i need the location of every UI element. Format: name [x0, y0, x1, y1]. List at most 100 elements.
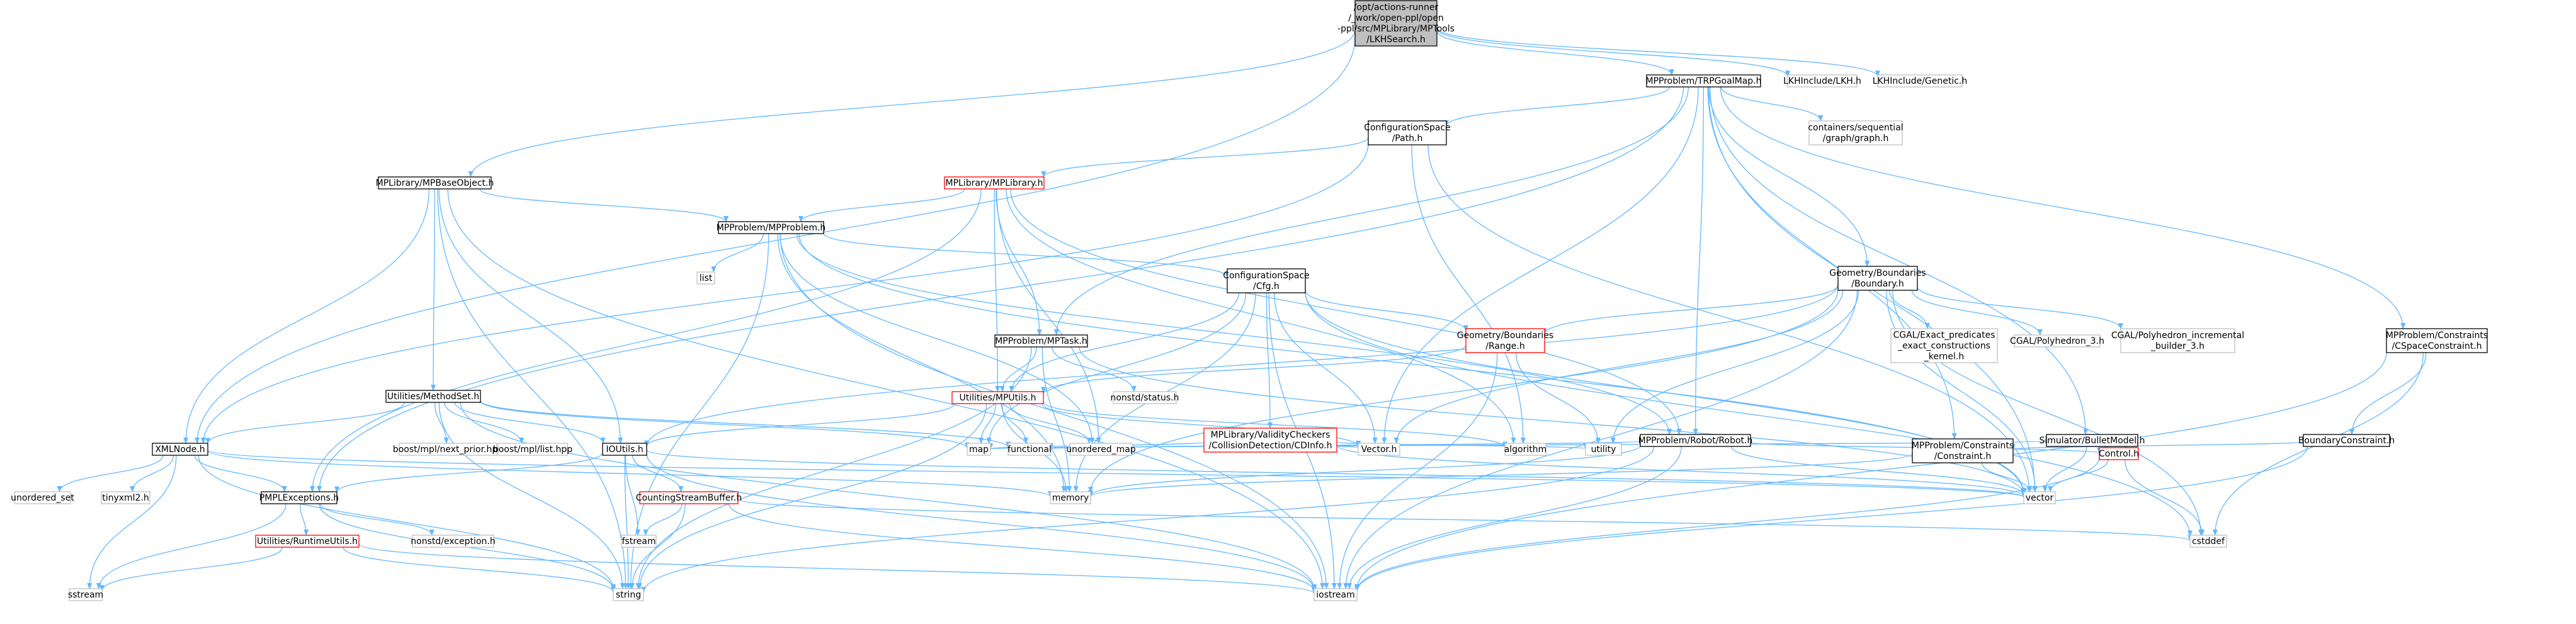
- node-cfg[interactable]: ConfigurationSpace/Cfg.h: [1223, 268, 1310, 293]
- edge-msu-to-ioutils: [454, 402, 606, 444]
- node-cgalex: CGAL/Exact_predicates_exact_construction…: [1890, 328, 1998, 363]
- node-box-mpp: [718, 221, 824, 234]
- edge-tgm-to-bullet: [1710, 86, 2089, 435]
- edge-bndc-to-iostream: [1354, 446, 2308, 593]
- node-cspath[interactable]: ConfigurationSpace/Path.h: [1364, 120, 1451, 145]
- node-label-cons-line-0: MPProblem/Constraints: [1912, 441, 2014, 451]
- node-robot[interactable]: MPProblem/Robot/Robot.h: [1638, 434, 1753, 447]
- edge-csb-to-iostream: [728, 503, 1317, 593]
- node-label-rtu-line-0: Utilities/RuntimeUtils.h: [257, 536, 358, 547]
- node-root[interactable]: /opt/actions-runner/_work/open-ppl/open-…: [1337, 0, 1455, 47]
- node-bnp: boost/mpl/next_prior.hpp: [393, 443, 503, 456]
- edge-mpp-to-string: [628, 233, 769, 589]
- node-label-lkh-line-0: LKHInclude/LKH.h: [1783, 76, 1861, 86]
- node-mpbo[interactable]: MPLibrary/MPBaseObject.h: [376, 176, 494, 190]
- node-label-sstream-line-0: sstream: [68, 590, 103, 600]
- node-xml[interactable]: XMLNode.h: [152, 443, 208, 456]
- node-bndc[interactable]: BoundaryConstraint.h: [2298, 434, 2395, 447]
- edge-root-to-gen: [1436, 27, 1880, 77]
- node-range[interactable]: Geometry/Boundaries/Range.h: [1457, 328, 1553, 353]
- node-msu[interactable]: Utilities/MethodSet.h: [385, 390, 481, 403]
- node-label-range-line-0: Geometry/Boundaries: [1457, 331, 1553, 341]
- node-label-vec-line-0: vector: [2026, 493, 2054, 503]
- node-util: utility: [1585, 443, 1622, 456]
- edge-rtu-to-sstream: [99, 547, 283, 592]
- node-mpp[interactable]: MPProblem/MPProblem.h: [717, 221, 826, 234]
- node-mptask[interactable]: MPProblem/MPTask.h: [994, 334, 1088, 348]
- node-rtu[interactable]: Utilities/RuntimeUtils.h: [255, 535, 360, 548]
- edge-ioutils-to-string: [624, 455, 631, 589]
- edge-msu-to-map: [480, 400, 970, 449]
- edge-msu-to-bnp: [434, 402, 449, 444]
- node-box-vec: [2023, 491, 2056, 504]
- node-iostream: iostream: [1314, 588, 1358, 601]
- node-label-tgm-line-0: MPProblem/TRPGoalMap.h: [1646, 76, 1762, 86]
- edge-mplib-to-robot: [1010, 188, 1682, 435]
- edge-bnd-to-range: [1542, 285, 1839, 335]
- edge-msu-to-string: [438, 402, 625, 589]
- edge-mpbo-to-iostream: [447, 188, 1325, 589]
- node-exc[interactable]: PMPLExceptions.h: [259, 491, 339, 504]
- node-box-mpbo: [378, 176, 492, 190]
- node-cgalpi: CGAL/Polyhedron_incremental_builder_3.h: [2111, 328, 2244, 353]
- node-cdinfo[interactable]: MPLibrary/ValidityCheckers/CollisionDete…: [1203, 428, 1337, 453]
- edge-ctrl-to-cstddef: [2125, 459, 2205, 536]
- edge-mplib-to-algo: [1006, 188, 1516, 444]
- node-label-cscc-line-1: /CSpaceConstraint.h: [2392, 341, 2482, 351]
- node-cons[interactable]: MPProblem/Constraints/Constraint.h: [1912, 438, 2014, 463]
- node-label-robot-line-0: MPProblem/Robot/Robot.h: [1638, 436, 1753, 446]
- node-label-xml-line-0: XMLNode.h: [155, 445, 205, 455]
- node-ctrl[interactable]: Control.h: [2099, 447, 2139, 460]
- edge-bnd-to-iostream: [1343, 290, 1858, 589]
- edge-mpu-to-ioutils: [644, 403, 955, 447]
- edge-robot-to-vec: [1730, 446, 2026, 496]
- edge-mpbo-to-mpp: [479, 188, 729, 222]
- edge-range-to-mpu: [1041, 344, 1467, 394]
- edge-mpbo-to-msu: [431, 188, 436, 391]
- edge-mplib-to-umap: [996, 188, 1101, 444]
- node-box-func: [1007, 443, 1052, 456]
- node-csb[interactable]: CountingStreamBuffer.h: [636, 491, 742, 504]
- edge-ioutils-to-fstream: [625, 455, 641, 536]
- node-mpu[interactable]: Utilities/MPUtils.h: [951, 391, 1044, 404]
- edge-msu-to-bml: [444, 402, 525, 444]
- edge-cfg-to-mpu: [1009, 292, 1239, 392]
- node-label-map-line-0: map: [969, 445, 989, 455]
- node-bml: boost/mpl/list.hpp: [493, 443, 572, 456]
- node-box-ioutils: [602, 443, 647, 456]
- edge-mpbo-to-ioutils: [438, 188, 623, 444]
- edge-root-to-lkh: [1436, 28, 1790, 77]
- node-box-nstat: [1113, 391, 1177, 404]
- node-box-bndc: [2303, 434, 2390, 447]
- node-tgm[interactable]: MPProblem/TRPGoalMap.h: [1646, 74, 1762, 88]
- node-label-cfg-line-0: ConfigurationSpace: [1223, 271, 1310, 281]
- node-mplib[interactable]: MPLibrary/MPLibrary.h: [944, 176, 1045, 190]
- node-box-tiny: [101, 491, 150, 504]
- node-box-mpu: [951, 391, 1044, 404]
- node-label-cgalex-line-1: _exact_constructions: [1897, 341, 1990, 351]
- node-label-mem-line-0: memory: [1052, 493, 1089, 503]
- node-func: functional: [1007, 443, 1052, 456]
- node-ioutils[interactable]: IOUtils.h: [602, 443, 647, 456]
- node-box-list: [696, 271, 715, 285]
- edge-xml-to-string: [198, 455, 616, 591]
- edge-robot-to-iostream: [1347, 446, 1682, 589]
- edge-robot-to-string: [641, 446, 1655, 594]
- node-bullet[interactable]: Simulator/BulletModel.h: [2040, 434, 2145, 447]
- node-label-iostream-line-0: iostream: [1316, 590, 1355, 600]
- edge-exc-to-rtu: [300, 503, 309, 536]
- edge-mpu-to-string: [637, 403, 987, 589]
- node-label-bndc-line-0: BoundaryConstraint.h: [2298, 436, 2395, 446]
- node-box-mptask: [994, 334, 1088, 348]
- node-bnd[interactable]: Geometry/Boundaries/Boundary.h: [1829, 266, 1926, 291]
- edge-root-to-xml: [195, 37, 1356, 444]
- node-label-cons-line-1: /Constraint.h: [1934, 451, 1992, 462]
- edge-ioutils-to-vec: [646, 450, 2026, 498]
- node-cscc[interactable]: MPProblem/Constraints/CSpaceConstraint.h: [2386, 328, 2488, 353]
- edge-cfg-to-range: [1305, 290, 1468, 332]
- node-label-cgalpi-line-1: _builder_3.h: [2150, 341, 2204, 351]
- node-box-mem: [1050, 491, 1091, 504]
- node-label-bml-line-0: boost/mpl/list.hpp: [493, 445, 572, 455]
- edge-mptask-to-vec: [1079, 346, 2026, 496]
- edge-cspath-to-mplib: [1041, 137, 1369, 178]
